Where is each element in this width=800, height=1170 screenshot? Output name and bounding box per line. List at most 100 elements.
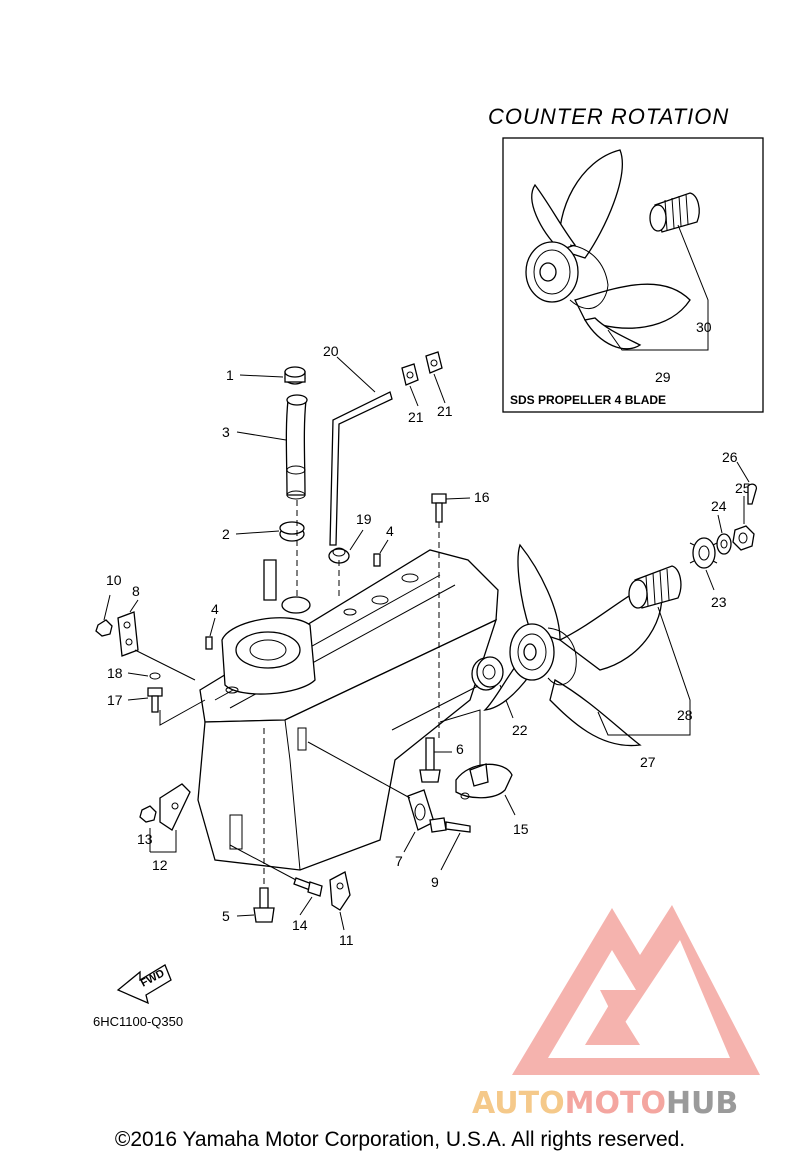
callout-22: 22 <box>512 722 528 738</box>
leader-21a <box>409 385 419 407</box>
callout-29: 29 <box>655 369 671 385</box>
leader-24 <box>717 514 723 534</box>
callout-16: 16 <box>474 489 490 505</box>
part-5-bolt <box>253 887 275 923</box>
leader-23 <box>705 569 715 591</box>
leader-2 <box>235 530 280 535</box>
part-14-bolt <box>293 877 323 897</box>
guide-22 <box>391 685 479 731</box>
callout-12: 12 <box>152 857 168 873</box>
leader-4a <box>379 539 389 554</box>
part-11-anode <box>329 871 351 911</box>
callout-4a: 4 <box>386 523 394 539</box>
leader-18 <box>127 672 149 677</box>
leader-8 <box>129 599 139 613</box>
callout-6: 6 <box>456 741 464 757</box>
callout-23: 23 <box>711 594 727 610</box>
part-4-dowel-a <box>373 553 381 567</box>
copyright-notice: ©2016 Yamaha Motor Corporation, U.S.A. A… <box>114 1128 686 1151</box>
callout-2: 2 <box>222 526 230 542</box>
leader-12 <box>150 830 177 853</box>
part-21-clip-a <box>401 363 419 386</box>
leader-14 <box>299 896 313 916</box>
watermark-part3: HUB <box>666 1086 738 1121</box>
callout-1: 1 <box>226 367 234 383</box>
inset-subtitle: SDS PROPELLER 4 BLADE <box>510 393 666 407</box>
guide-7 <box>307 741 411 799</box>
inset-leader-lines <box>607 224 709 351</box>
part-21-clip-b <box>425 351 443 374</box>
part-25-nut <box>732 525 755 551</box>
leader-8-18 <box>134 649 206 726</box>
callout-21a: 21 <box>408 409 424 425</box>
watermark-part1: AUTO <box>472 1086 565 1121</box>
callout-17: 17 <box>107 692 123 708</box>
part-3-water-tube <box>285 394 308 500</box>
watermark-text: AUTOMOTOHUB <box>472 1086 738 1121</box>
callout-3: 3 <box>222 424 230 440</box>
part-10-nut <box>95 619 113 637</box>
callout-30: 30 <box>696 319 712 335</box>
inset-spline-washer <box>649 192 700 233</box>
guide-14 <box>229 844 297 881</box>
callout-14: 14 <box>292 917 308 933</box>
part-20-shift-rod <box>329 391 393 546</box>
guide-15 <box>439 709 481 766</box>
callout-28: 28 <box>677 707 693 723</box>
leader-11 <box>339 911 345 931</box>
callout-4b: 4 <box>211 601 219 617</box>
leader-1 <box>239 374 284 378</box>
leader-28 <box>657 606 691 735</box>
callout-26: 26 <box>722 449 738 465</box>
leader-5 <box>236 914 255 917</box>
leader-10 <box>103 594 111 621</box>
callout-19: 19 <box>356 511 372 527</box>
leader-7 <box>403 831 416 853</box>
inset-propeller-illustration <box>525 149 691 350</box>
leader-26 <box>736 461 750 483</box>
callout-21b: 21 <box>437 403 453 419</box>
inset-title: COUNTER ROTATION <box>488 104 729 129</box>
callout-9: 9 <box>431 874 439 890</box>
leader-4b <box>209 617 216 637</box>
callout-7: 7 <box>395 853 403 869</box>
callout-15: 15 <box>513 821 529 837</box>
part-8-bracket <box>117 611 139 657</box>
part-23-washer <box>689 537 718 569</box>
part-13-bolt <box>139 805 157 823</box>
callout-24: 24 <box>711 498 727 514</box>
watermark-part2: MOTO <box>565 1086 666 1121</box>
part-28-spacer <box>628 565 682 609</box>
part-16-bolt <box>431 493 447 523</box>
part-18-o-ring <box>149 672 161 680</box>
fwd-arrow-icon: FWD <box>116 964 172 1005</box>
callout-27: 27 <box>640 754 656 770</box>
part-22-thrust-washer <box>471 656 504 691</box>
callout-8: 8 <box>132 583 140 599</box>
part-9-bolt <box>429 817 471 833</box>
callout-20: 20 <box>323 343 339 359</box>
part-15-trim-tab <box>455 763 513 800</box>
leader-21b <box>433 373 446 404</box>
callout-11: 11 <box>339 932 354 948</box>
leader-17 <box>127 697 149 701</box>
callout-18: 18 <box>107 665 123 681</box>
callout-13: 13 <box>137 831 153 847</box>
part-24-washer <box>716 533 732 555</box>
leader-15 <box>504 794 516 816</box>
part-26-cotter-pin <box>747 483 758 505</box>
part-1-seal <box>284 366 306 385</box>
leader-9 <box>440 832 461 871</box>
leader-3 <box>236 431 287 441</box>
callout-25: 25 <box>735 480 751 496</box>
part-2-grommet <box>279 521 305 542</box>
part-12-anode <box>159 783 191 831</box>
callout-5: 5 <box>222 908 230 924</box>
leader-19 <box>349 529 364 551</box>
part-6-bolt <box>419 737 441 783</box>
leader-20 <box>336 356 376 393</box>
part-17-plug <box>147 687 163 713</box>
leader-16 <box>445 497 471 500</box>
callout-10: 10 <box>106 572 122 588</box>
